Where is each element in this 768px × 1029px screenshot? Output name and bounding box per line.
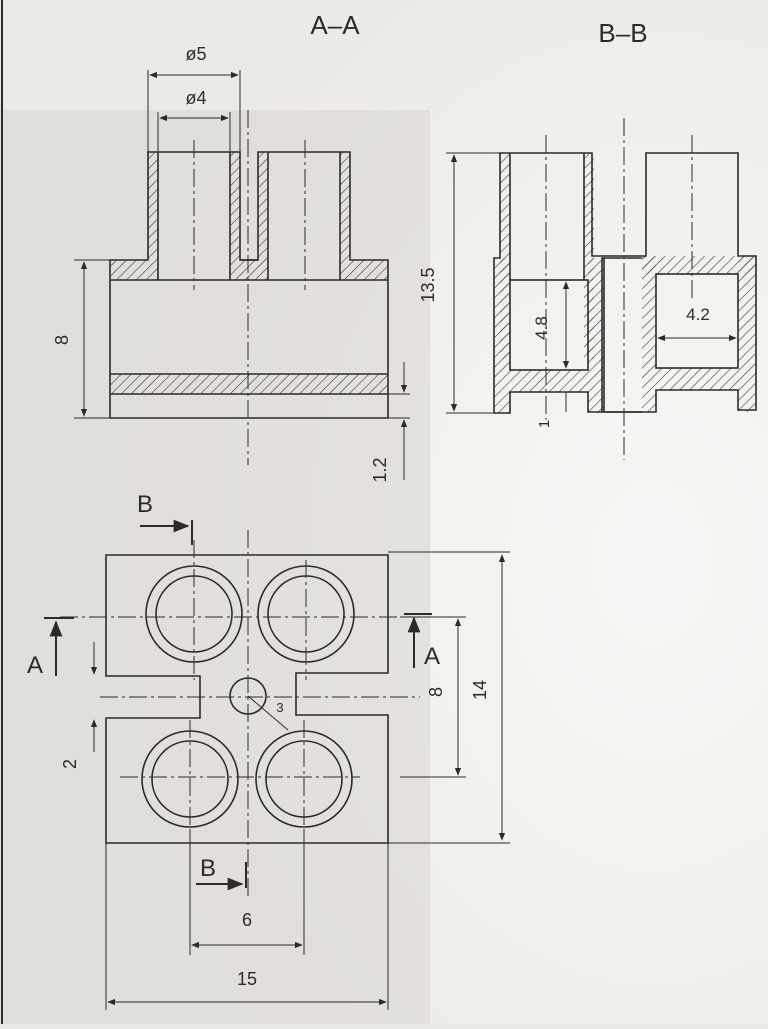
dim-wall-1: 1 xyxy=(536,420,553,428)
dim-6: 6 xyxy=(242,910,252,930)
cut-marker-b-bottom: B xyxy=(200,855,216,882)
plan-view xyxy=(60,530,460,900)
dim-slot-2: 2 xyxy=(60,759,80,769)
dim-height-8-aa: 8 xyxy=(52,335,72,345)
plan-view-dimensions xyxy=(90,551,510,1010)
cut-marker-a-right: A xyxy=(424,643,440,670)
section-b-b-dimensions xyxy=(446,152,737,414)
section-b-b-view xyxy=(493,118,757,460)
dim-diameter-5: ø5 xyxy=(185,44,206,64)
cut-marker-b-top: B xyxy=(137,491,153,518)
cut-markers xyxy=(44,519,432,891)
dim-diameter-4: ø4 xyxy=(185,88,206,108)
section-a-a-title: A–A xyxy=(310,10,360,40)
section-a-a-dimensions xyxy=(74,70,410,480)
shadow-area xyxy=(0,110,430,1024)
dim-15: 15 xyxy=(237,969,257,989)
dim-13-5: 13.5 xyxy=(418,267,438,302)
dim-4-8: 4.8 xyxy=(532,316,551,340)
dim-4-2: 4.2 xyxy=(686,305,710,324)
dim-8-plan: 8 xyxy=(426,687,446,697)
dim-center-radius: 3 xyxy=(276,700,283,715)
dim-14: 14 xyxy=(470,680,490,700)
cut-marker-a-left: A xyxy=(27,652,43,679)
section-b-b-title: B–B xyxy=(598,18,647,48)
dim-1-2: 1.2 xyxy=(370,457,390,482)
